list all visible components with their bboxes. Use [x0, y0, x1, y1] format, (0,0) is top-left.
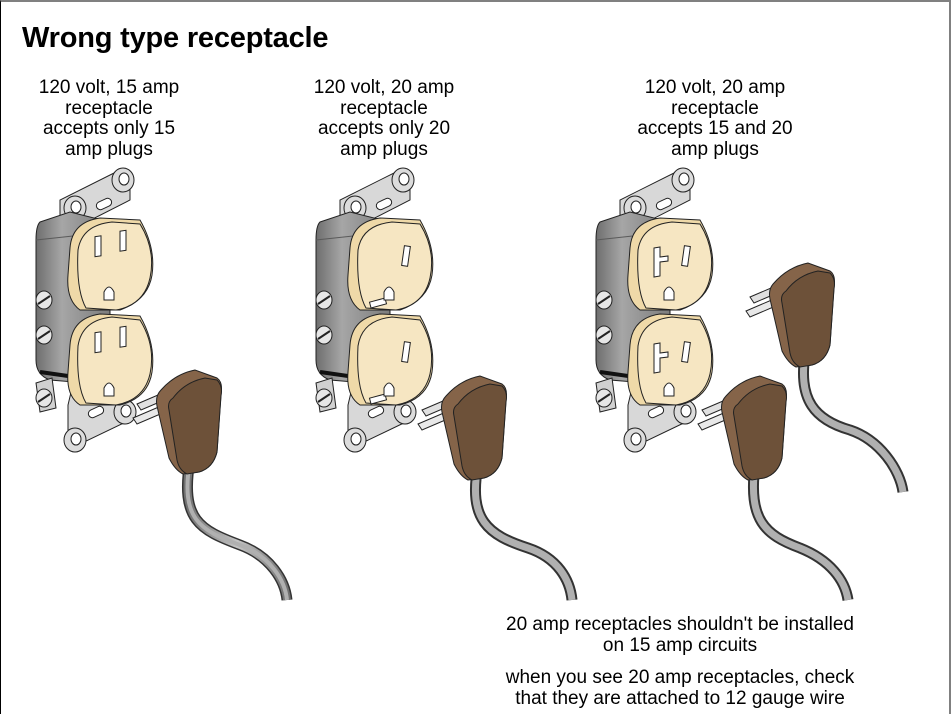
receptacle-15-amp [36, 168, 153, 452]
caption-line: receptacle [340, 97, 428, 119]
caption-line: 120 volt, 15 amp [38, 77, 180, 98]
note-line: when you see 20 amp receptacles, check [505, 667, 855, 688]
caption-20-amp-t-slot-receptacle: 120 volt, 20 amp receptacle accepts 15 a… [590, 77, 840, 160]
plug-20-amp [417, 375, 578, 601]
note-15-amp-circuit-warning: 20 amp receptacles shouldn't be installe… [470, 614, 890, 656]
caption-line: amp plugs [65, 138, 153, 160]
plug-15-amp [132, 369, 293, 601]
caption-line: accepts only 15 [42, 118, 176, 139]
caption-line: 120 volt, 20 amp [313, 77, 455, 98]
figure-title: Wrong type receptacle [22, 22, 329, 54]
caption-line: accepts 15 and 20 [637, 118, 793, 139]
note-12-gauge-wire-check: when you see 20 amp receptacles, check t… [470, 667, 890, 709]
caption-line: 120 volt, 20 amp [644, 77, 786, 98]
caption-line: receptacle [65, 97, 153, 119]
caption-line: amp plugs [671, 138, 759, 160]
plug-20-amp-upper [745, 262, 909, 494]
caption-15-amp-receptacle: 120 volt, 15 amp receptacle accepts only… [0, 77, 218, 160]
caption-20-amp-only-receptacle: 120 volt, 20 amp receptacle accepts only… [275, 77, 493, 160]
receptacle-20-amp-t-slot [596, 168, 713, 452]
caption-line: amp plugs [340, 138, 428, 160]
note-line: that they are attached to 12 gauge wire [515, 687, 845, 709]
plug-15-amp-lower [697, 375, 854, 602]
note-line: 20 amp receptacles shouldn't be installe… [506, 614, 854, 635]
caption-line: receptacle [671, 97, 759, 119]
note-line: on 15 amp circuits [602, 634, 758, 656]
receptacle-20-amp-only [316, 168, 433, 452]
caption-line: accepts only 20 [317, 118, 451, 139]
